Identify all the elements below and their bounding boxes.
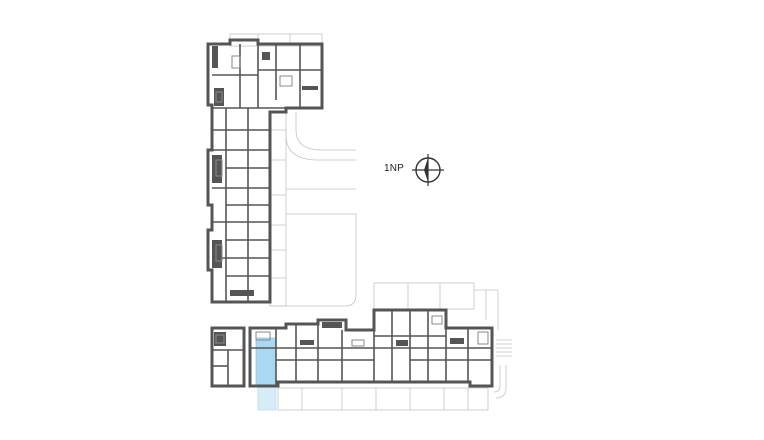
- stairs-east: [496, 339, 512, 357]
- floor-level-label: 1NP: [384, 163, 405, 174]
- highlighted-unit[interactable]: [255, 337, 277, 411]
- building-north-wing: [206, 38, 324, 304]
- site-lines-south: [277, 282, 512, 411]
- north-arrow-compass-icon: [412, 154, 444, 186]
- building-south-wing: [210, 308, 494, 388]
- site-lines-north: [229, 33, 357, 307]
